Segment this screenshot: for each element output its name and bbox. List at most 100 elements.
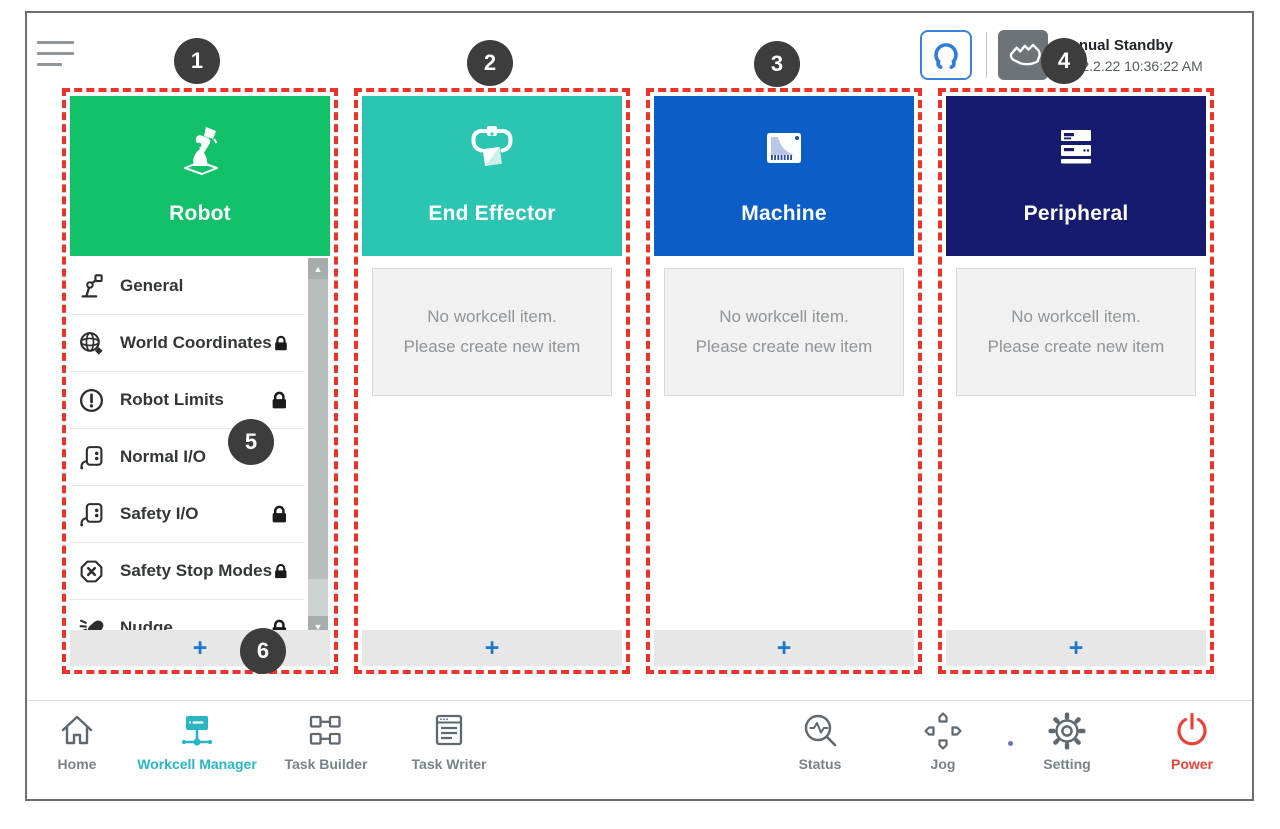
column-title: Robot [169, 202, 231, 225]
end-effector-category-tile[interactable]: End Effector [362, 96, 622, 256]
plus-icon: + [776, 634, 792, 662]
add-end-effector-item-button[interactable]: + [362, 630, 622, 666]
robot-list-scrollbar[interactable]: ▲ ▼ [308, 258, 328, 637]
end-effector-icon [471, 126, 513, 167]
nav-label: Status [798, 756, 842, 772]
add-machine-item-button[interactable]: + [654, 630, 914, 666]
power-icon [1177, 712, 1207, 746]
nav-setting[interactable]: Setting [992, 708, 1142, 772]
nav-dot [1008, 741, 1013, 746]
nav-label: Task Writer [411, 756, 487, 772]
callout-badge-2: 2 [467, 40, 513, 86]
list-item-robot-limits[interactable]: Robot Limits [70, 372, 304, 429]
nav-power[interactable]: Power [1117, 708, 1267, 772]
nav-task-builder[interactable]: Task Builder [251, 708, 401, 772]
add-robot-item-button[interactable]: + [70, 630, 330, 666]
nav-label: Jog [930, 756, 956, 772]
nudge-icon [79, 619, 104, 630]
list-item-nudge[interactable]: Nudge [70, 600, 304, 630]
nav-status[interactable]: Status [745, 708, 895, 772]
list-item-label: Normal I/O [120, 447, 206, 466]
empty-state-line1: No workcell item. [719, 307, 849, 326]
robot-category-tile[interactable]: Robot [70, 96, 330, 256]
callout-badge-1: 1 [174, 38, 220, 84]
nav-jog[interactable]: Jog [868, 708, 1018, 772]
gripper-mode-button[interactable] [920, 30, 972, 80]
hand-guide-icon [1009, 43, 1041, 66]
nav-label: Workcell Manager [137, 756, 257, 772]
status-mode-text: Manual Standby [1058, 37, 1174, 54]
machine-icon [767, 133, 801, 163]
lock-icon [272, 505, 286, 522]
hand-guide-button[interactable] [998, 30, 1048, 80]
workcell-column-machine: Machine No workcell item. Please create … [646, 88, 922, 674]
topbar-divider [986, 32, 987, 78]
empty-state-panel: No workcell item. Please create new item [956, 268, 1196, 396]
list-item-safety-stop-modes[interactable]: Safety Stop Modes [70, 543, 304, 600]
world-coordinates-icon [80, 331, 103, 355]
workcell-column-end-effector: End Effector No workcell item. Please cr… [354, 88, 630, 674]
task-builder-icon [309, 715, 341, 745]
list-item-label: Safety Stop Modes [120, 561, 273, 580]
machine-category-tile[interactable]: Machine [654, 96, 914, 256]
peripheral-icon [1061, 130, 1091, 164]
nav-label: Power [1170, 756, 1213, 772]
list-item-label: Robot Limits [120, 390, 224, 409]
peripheral-category-tile[interactable]: Peripheral [946, 96, 1206, 256]
list-item-general[interactable]: General [70, 258, 304, 315]
task-writer-icon [435, 714, 463, 746]
add-peripheral-item-button[interactable]: + [946, 630, 1206, 666]
empty-state-line1: No workcell item. [427, 307, 557, 326]
jog-icon [924, 712, 962, 750]
column-title: Machine [741, 202, 827, 225]
setting-icon [1048, 712, 1086, 750]
nav-label: Home [57, 756, 97, 772]
list-item-safety-io[interactable]: Safety I/O [70, 486, 304, 543]
nav-task-writer[interactable]: Task Writer [374, 708, 524, 772]
nav-divider [27, 700, 1252, 701]
workcell-column-peripheral: Peripheral No workcell item. Please crea… [938, 88, 1214, 674]
status-datetime-text: 2022.2.22 10:36:22 AM [1058, 58, 1203, 74]
empty-state-line2: Please create new item [403, 337, 581, 356]
list-item-label: Safety I/O [120, 504, 199, 523]
safety-stop-icon [80, 560, 103, 582]
robot-limits-icon [79, 388, 104, 412]
robot-arm-icon [184, 127, 218, 175]
lock-icon [272, 619, 286, 630]
scrollbar-thumb[interactable] [308, 279, 328, 579]
status-icon [804, 714, 837, 747]
lock-icon [275, 563, 287, 578]
lock-icon [272, 391, 286, 408]
list-item-normal-io[interactable]: Normal I/O [70, 429, 304, 486]
lock-icon [274, 335, 287, 350]
workcell-manager-icon [181, 716, 213, 746]
home-icon [61, 715, 93, 745]
column-title: End Effector [428, 202, 556, 225]
callout-badge-5: 5 [228, 419, 274, 465]
plus-icon: + [192, 634, 208, 662]
workcell-column-robot: Robot General Wo [62, 88, 338, 674]
nav-label: Setting [1043, 756, 1091, 772]
callout-badge-4: 4 [1041, 38, 1087, 84]
list-item-label: World Coordinates [120, 333, 272, 352]
scroll-up-icon[interactable]: ▲ [308, 258, 328, 279]
callout-badge-6: 6 [240, 628, 286, 674]
plus-icon: + [1068, 634, 1084, 662]
robot-status: Manual Standby 2022.2.22 10:36:22 AM [1058, 36, 1203, 76]
list-item-label: Nudge [120, 618, 173, 630]
nav-label: Task Builder [284, 756, 368, 772]
empty-state-line2: Please create new item [987, 337, 1165, 356]
nav-workcell-manager[interactable]: Workcell Manager [122, 708, 272, 772]
list-item-world-coordinates[interactable]: World Coordinates [70, 315, 304, 372]
nav-home[interactable]: Home [2, 708, 152, 772]
menu-hamburger-icon[interactable] [37, 41, 75, 69]
empty-state-panel: No workcell item. Please create new item [664, 268, 904, 396]
callout-badge-3: 3 [754, 41, 800, 87]
io-icon [80, 445, 103, 469]
robot-general-icon [81, 273, 103, 298]
plus-icon: + [484, 634, 500, 662]
list-item-label: General [120, 276, 184, 295]
empty-state-line2: Please create new item [695, 337, 873, 356]
gripper-mode-icon [934, 43, 958, 69]
